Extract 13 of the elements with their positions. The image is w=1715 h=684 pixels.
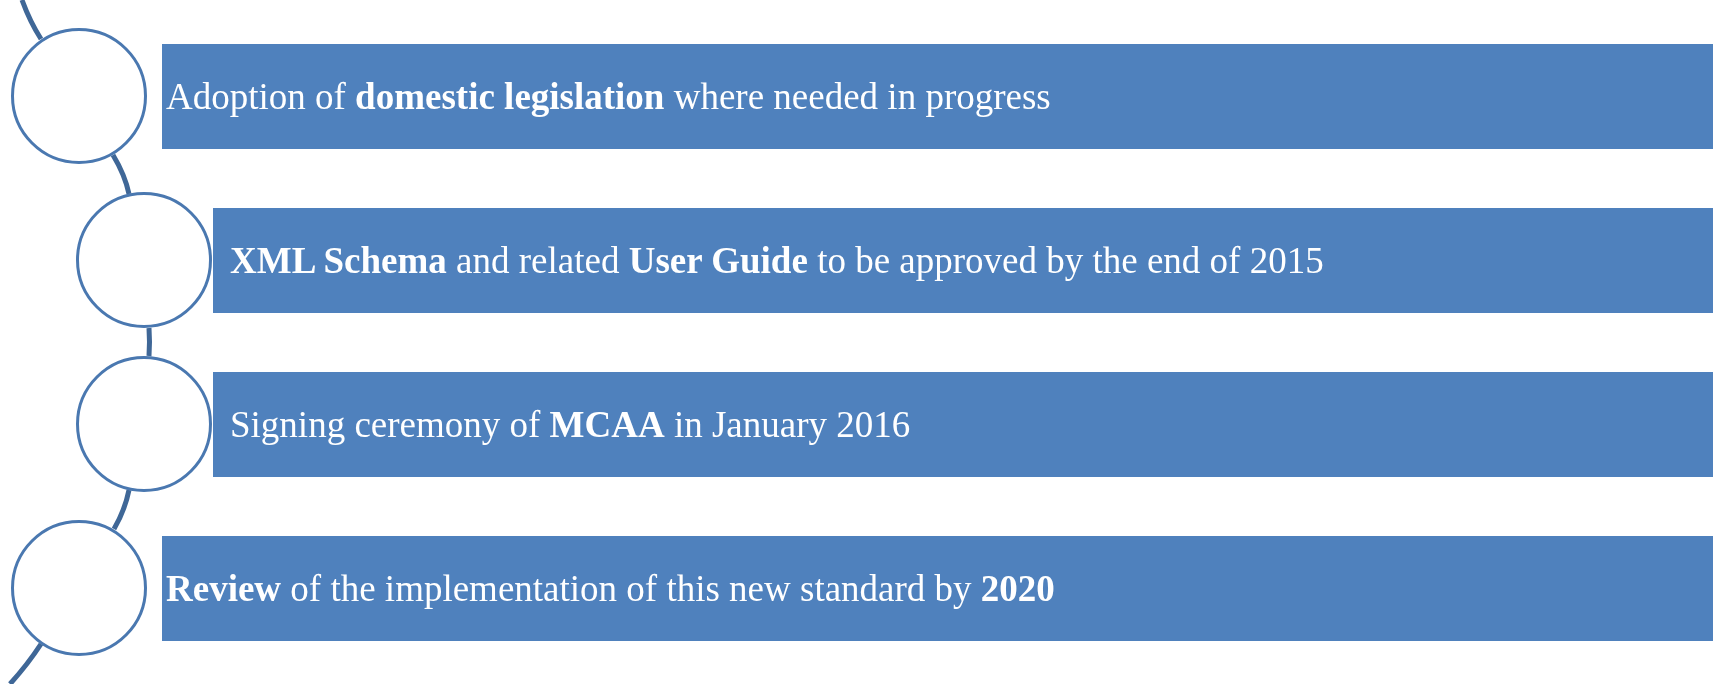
milestone-text: Adoption of domestic legislation where needed in progress — [166, 75, 1051, 118]
milestone-text: XML Schema and related User Guide to be approved by the end of 2015 — [230, 239, 1324, 282]
connector-line — [111, 489, 132, 531]
connector-line — [146, 327, 152, 357]
milestone-bar — [162, 536, 1713, 641]
milestone-bar — [213, 372, 1713, 477]
connector-line — [8, 642, 44, 684]
milestone-bar — [162, 44, 1713, 149]
connector-line — [19, 0, 44, 41]
milestone-text: Review of the implementation of this new standard by 2020 — [166, 567, 1055, 610]
connector-line — [110, 153, 132, 195]
milestone-bar — [213, 208, 1713, 313]
milestone-text: Signing ceremony of MCAA in January 2016 — [230, 403, 911, 446]
